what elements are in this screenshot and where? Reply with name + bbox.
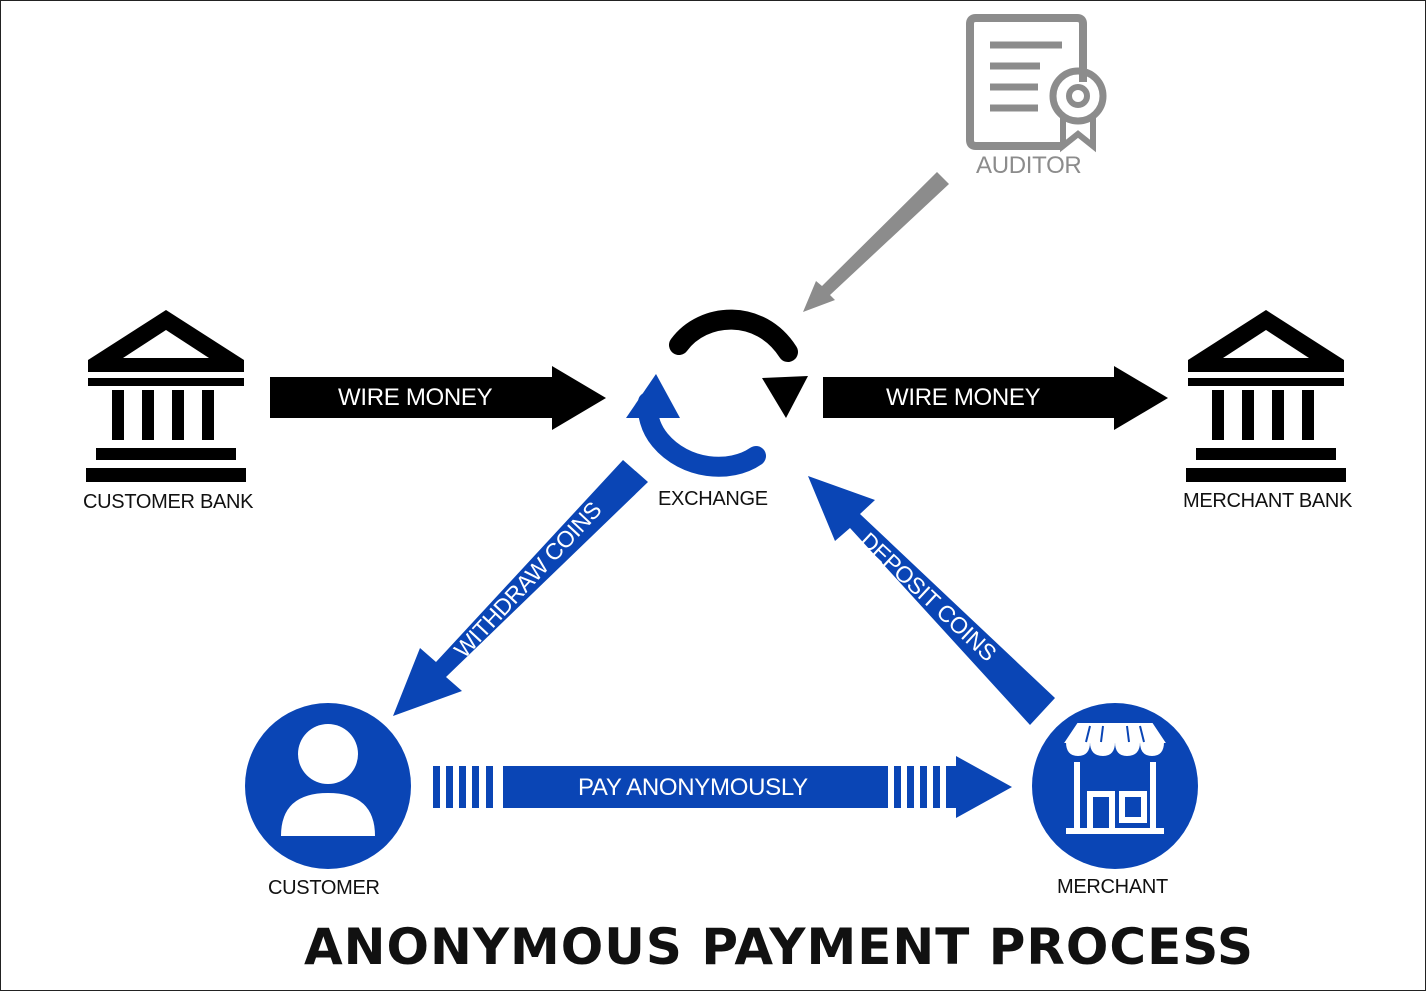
pay-anonymously-arrow <box>433 756 1012 818</box>
store-icon <box>1032 703 1198 869</box>
cycle-arrows-icon <box>626 309 808 477</box>
deposit-coins-arrow <box>808 476 1055 725</box>
wire-money-right-label: WIRE MONEY <box>886 384 1041 411</box>
withdraw-coins-arrow <box>393 460 648 716</box>
wire-money-left-label: WIRE MONEY <box>338 384 493 411</box>
merchant-label: MERCHANT <box>1057 876 1168 898</box>
certificate-icon <box>966 14 1107 153</box>
diagram-title: ANONYMOUS PAYMENT PROCESS <box>303 918 1255 976</box>
bank-icon <box>1186 310 1346 482</box>
customer-bank-label: CUSTOMER BANK <box>83 491 254 513</box>
bank-icon <box>86 310 246 482</box>
pay-anonymously-label: PAY ANONYMOUSLY <box>578 774 808 801</box>
wire-money-arrow-left <box>270 366 606 430</box>
user-icon <box>245 703 411 869</box>
wire-money-arrow-right <box>823 366 1168 430</box>
auditor-label: AUDITOR <box>976 152 1082 179</box>
exchange-label: EXCHANGE <box>658 488 768 510</box>
merchant-bank-label: MERCHANT BANK <box>1183 490 1353 512</box>
auditor-arrow <box>803 172 949 312</box>
customer-label: CUSTOMER <box>268 877 380 899</box>
